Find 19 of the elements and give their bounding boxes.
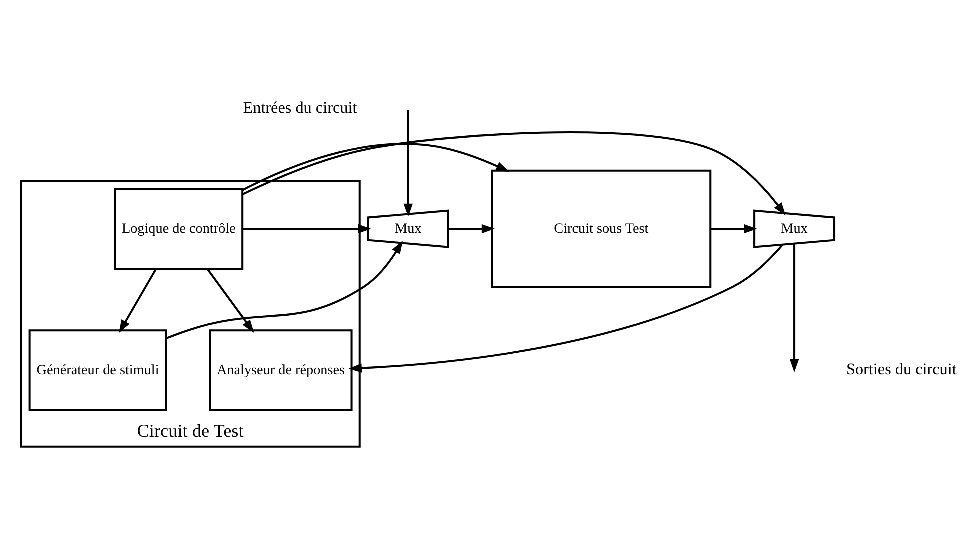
- node-box: Circuit sous Test: [491, 170, 712, 288]
- arrow: [404, 110, 413, 218]
- arrow: [119, 268, 158, 334]
- node-box: Mux: [367, 210, 450, 248]
- arrow: [348, 244, 784, 373]
- arrow: [242, 143, 510, 192]
- node-box: Générateur de stimuli: [28, 330, 168, 412]
- label: Sorties du circuit: [846, 361, 957, 378]
- arrow: [710, 224, 758, 234]
- arrow: [448, 224, 496, 234]
- node-box: Logique de contrôle: [114, 188, 244, 270]
- arrow: [206, 268, 254, 334]
- node-box: Mux: [754, 210, 836, 248]
- arrow: [243, 224, 372, 234]
- label: Entrées du circuit: [243, 100, 358, 118]
- arrow: [242, 132, 786, 216]
- arrow: [790, 244, 800, 373]
- node-box: Analyseur de réponses: [209, 330, 353, 412]
- arrow: [166, 240, 404, 340]
